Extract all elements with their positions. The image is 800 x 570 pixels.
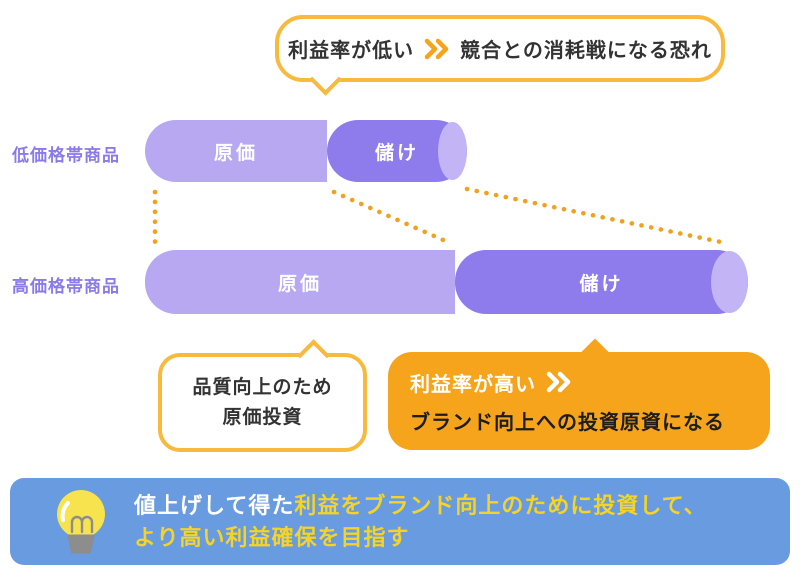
low-margin-text: 利益率が低い <box>288 40 415 62</box>
bubble-tail-down <box>309 63 342 96</box>
conclusion-text: 値上げして得た利益をブランド向上のために投資して、 より高い利益確保を目指す <box>134 490 707 554</box>
bar1-profit-label: 儲け <box>374 142 419 164</box>
quality-investment-line2: 原価投資 <box>222 406 303 428</box>
dotted-line-middle <box>331 189 453 246</box>
bar1-profit-segment: 儲け <box>327 120 467 182</box>
brand-investment-text: ブランド向上への投資原資になる <box>410 411 725 434</box>
high-price-product-label: 高価格帯商品 <box>12 277 120 296</box>
banner-line1-yellow: 利益をブランド向上のために投資して、 <box>294 492 707 518</box>
banner-line1-white: 値上げして得た <box>134 492 295 518</box>
bar2-cost-label: 原価 <box>277 273 322 295</box>
bar2-cost-segment: 原価 <box>145 250 455 314</box>
high-margin-bubble: 利益率が高い ブランド向上への投資原資になる <box>388 338 770 450</box>
double-chevron-right-icon <box>546 371 571 393</box>
conclusion-banner: 値上げして得た利益をブランド向上のために投資して、 より高い利益確保を目指す <box>10 478 790 565</box>
lightbulb-icon <box>57 490 105 554</box>
quality-investment-bubble: 品質向上のため 原価投資 <box>158 339 367 452</box>
bar1-cost-segment: 原価 <box>145 120 327 182</box>
bar1-cylinder-end-cap <box>438 122 467 180</box>
bar2-profit-segment: 儲け <box>455 250 748 314</box>
bar2-profit-label: 儲け <box>579 273 624 295</box>
banner-line2: より高い利益確保を目指す <box>134 524 410 550</box>
bubble-tail-up <box>297 339 330 372</box>
dotted-line-right <box>464 186 724 245</box>
low-price-product-bar: 原価 儲け <box>145 120 467 182</box>
bar1-cost-label: 原価 <box>213 142 258 164</box>
low-price-product-label: 低価格帯商品 <box>12 146 120 165</box>
low-margin-warning-bubble: 利益率が低い 競合との消耗戦になる恐れ <box>275 15 725 96</box>
attrition-war-text: 競合との消耗戦になる恐れ <box>460 40 712 62</box>
high-price-product-bar: 原価 儲け <box>145 250 748 314</box>
bubble-tail-up <box>579 338 611 370</box>
quality-investment-line1: 品質向上のため <box>192 376 333 398</box>
double-chevron-right-icon <box>424 38 449 59</box>
bar2-cylinder-end-cap <box>711 251 748 313</box>
high-margin-text: 利益率が高い <box>410 373 536 396</box>
